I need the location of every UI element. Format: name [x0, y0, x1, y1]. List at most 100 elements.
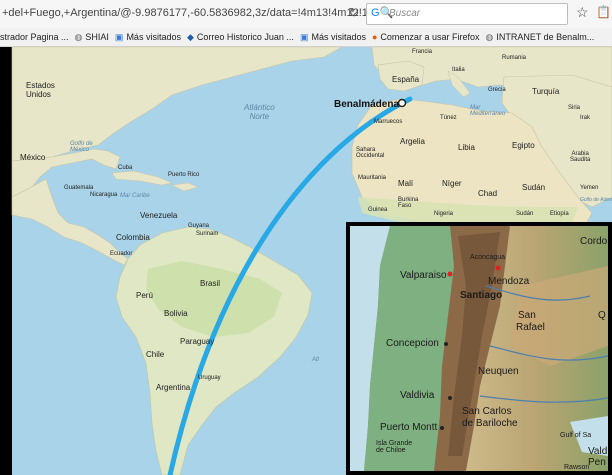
map-label-nigeria: Nigeria — [434, 211, 454, 217]
search-icon: G🔍 — [371, 7, 394, 19]
inset-label-pen: Pen — [588, 457, 606, 468]
valdivia-dot — [448, 396, 452, 400]
mendoza-dot — [495, 265, 501, 271]
inset-label-vald: Vald — [588, 446, 608, 457]
map-land — [11, 46, 612, 475]
map-label-sudan: Sudán — [522, 183, 546, 192]
bookmark-item[interactable]: ◆Correo Historico Juan ... — [186, 31, 294, 43]
map-label-chad: Chad — [478, 189, 498, 198]
map-label-rumania: Rumania — [502, 55, 527, 61]
inset-label-cordoba: Cordo — [580, 236, 608, 247]
map-label-espana: España — [392, 75, 420, 84]
map-label-siria: Siria — [568, 105, 581, 111]
inset-label-santiago: Santiago — [460, 290, 503, 301]
map-label-yemen: Yemen — [580, 185, 599, 191]
folder-icon: ▣ — [299, 31, 309, 42]
map-label-sudan-sur: Sudán — [516, 211, 534, 217]
map-label-golfo-aden: Golfo de Aden — [580, 197, 612, 203]
map-label-mali: Malí — [398, 179, 414, 188]
map-label-bolivia: Bolivia — [164, 309, 188, 318]
map-label-tunez: Túnez — [440, 115, 457, 121]
map-label-peru: Perú — [136, 291, 153, 300]
map-label-origin-city[interactable]: Benalmádena — [334, 99, 400, 110]
map-label-brasil: Brasil — [200, 279, 221, 288]
map-label-italia: Italia — [452, 67, 465, 73]
terrain-map-inset: Cordo Valparaiso Aconcagua Mendoza Santi… — [346, 222, 612, 475]
terrain-relief — [350, 226, 609, 471]
map-label-usa: Estados Unidos — [26, 81, 55, 99]
inset-label-neuquen: Neuquen — [478, 366, 519, 377]
firefox-icon: ● — [371, 32, 378, 42]
map-label-atlantico: Atlántico Norte — [244, 103, 275, 121]
search-input[interactable]: G🔍 Buscar — [366, 3, 568, 25]
bookmark-item[interactable]: ▣Más visitados — [299, 31, 366, 43]
map-label-guinea: Guinea — [368, 207, 388, 213]
globe-icon: ◍ — [74, 31, 83, 42]
inset-label-isla-grande: Isla Grande de Chiloe — [376, 440, 413, 454]
navigation-toolbar: +del+Fuego,+Argentina/@-9.9876177,-60.58… — [0, 0, 612, 29]
map-label-francia: Francia — [412, 49, 433, 55]
map-label-atlantico-sur: Atl — [312, 357, 320, 363]
inset-label-concepcion: Concepcion — [386, 338, 439, 349]
bookmark-item[interactable]: ●Comenzar a usar Firefox — [371, 32, 480, 42]
map-label-cuba: Cuba — [118, 165, 133, 171]
map-label-mar-caribe: Mar Caribe — [120, 193, 150, 199]
santiago-dot — [447, 271, 453, 277]
folder-icon: ▣ — [114, 31, 124, 42]
reload-icon[interactable]: ↻ — [348, 5, 360, 20]
map-label-guyana: Guyana — [188, 223, 210, 229]
map-label-mar-mediterraneo: Mar Mediterráneo — [470, 105, 506, 117]
map-label-venezuela: Venezuela — [140, 211, 178, 220]
bookmark-item[interactable]: strador Pagina ... — [0, 32, 69, 42]
inset-label-valdivia: Valdivia — [400, 390, 435, 401]
map-label-surinam: Surinam — [196, 231, 219, 237]
bookmark-item[interactable]: ◍INTRANET de Benalm... — [485, 31, 595, 43]
map-label-colombia: Colombia — [116, 233, 150, 242]
map-label-niger: Níger — [442, 179, 462, 188]
inset-label-q: Q — [598, 310, 606, 321]
map-label-argelia: Argelia — [400, 137, 425, 146]
clipboard-icon[interactable]: 📋 — [596, 5, 611, 19]
inset-label-puerto-montt: Puerto Montt — [380, 422, 438, 433]
map-label-mauritania: Mauritania — [358, 175, 387, 181]
map-label-etiopia: Etiopía — [550, 211, 569, 217]
map-label-grecia: Grecia — [488, 87, 506, 93]
inset-label-rawson: Rawson — [564, 464, 590, 471]
map-label-arabia: Arabia Saudita — [570, 151, 591, 163]
map-label-burkina: Burkina Faso — [398, 197, 419, 209]
map-label-argentina: Argentina — [156, 383, 191, 392]
mail-icon: ◆ — [186, 31, 194, 42]
inset-label-san: San — [518, 310, 536, 321]
map-label-puerto-rico: Puerto Rico — [168, 172, 200, 178]
origin-marker[interactable] — [397, 98, 407, 108]
bookmarks-toolbar: strador Pagina ... ◍SHIAI ▣Más visitados… — [0, 28, 612, 47]
map-label-chile: Chile — [146, 350, 165, 359]
map-label-turquia: Turquía — [532, 87, 560, 96]
concepcion-dot — [444, 342, 448, 346]
map-label-uruguay: Uruguay — [198, 375, 221, 381]
map-label-mexico: México — [20, 153, 46, 162]
inset-label-bariloche: de Bariloche — [462, 418, 518, 429]
map-label-libia: Libia — [458, 143, 475, 152]
map-label-nicaragua: Nicaragua — [90, 192, 118, 198]
map-label-sahara: Sahara Occidental — [356, 147, 385, 159]
inset-label-mendoza: Mendoza — [488, 276, 530, 287]
bookmark-star-icon[interactable]: ☆ — [576, 4, 589, 20]
inset-label-san-carlos: San Carlos — [462, 406, 512, 417]
puerto-montt-dot — [440, 426, 444, 430]
map-label-marruecos: Marruecos — [374, 119, 403, 125]
bookmark-item[interactable]: ▣Más visitados — [114, 31, 181, 43]
map-label-irak: Irak — [580, 115, 591, 121]
inset-label-rafael: Rafael — [516, 322, 545, 333]
url-field[interactable]: +del+Fuego,+Argentina/@-9.9876177,-60.58… — [2, 7, 368, 19]
map-label-guatemala: Guatemala — [64, 185, 94, 191]
bookmark-item[interactable]: ◍SHIAI — [74, 31, 109, 43]
map-label-golfo-mexico: Golfo de México — [70, 141, 93, 153]
inset-label-aconcagua: Aconcagua — [470, 254, 506, 261]
inset-label-valparaiso: Valparaiso — [400, 270, 447, 281]
globe-icon: ◍ — [485, 31, 494, 42]
inset-label-gulf: Gulf of Sa — [560, 432, 592, 439]
map-label-egipto: Egipto — [512, 141, 535, 150]
map-label-ecuador: Ecuador — [110, 251, 133, 257]
